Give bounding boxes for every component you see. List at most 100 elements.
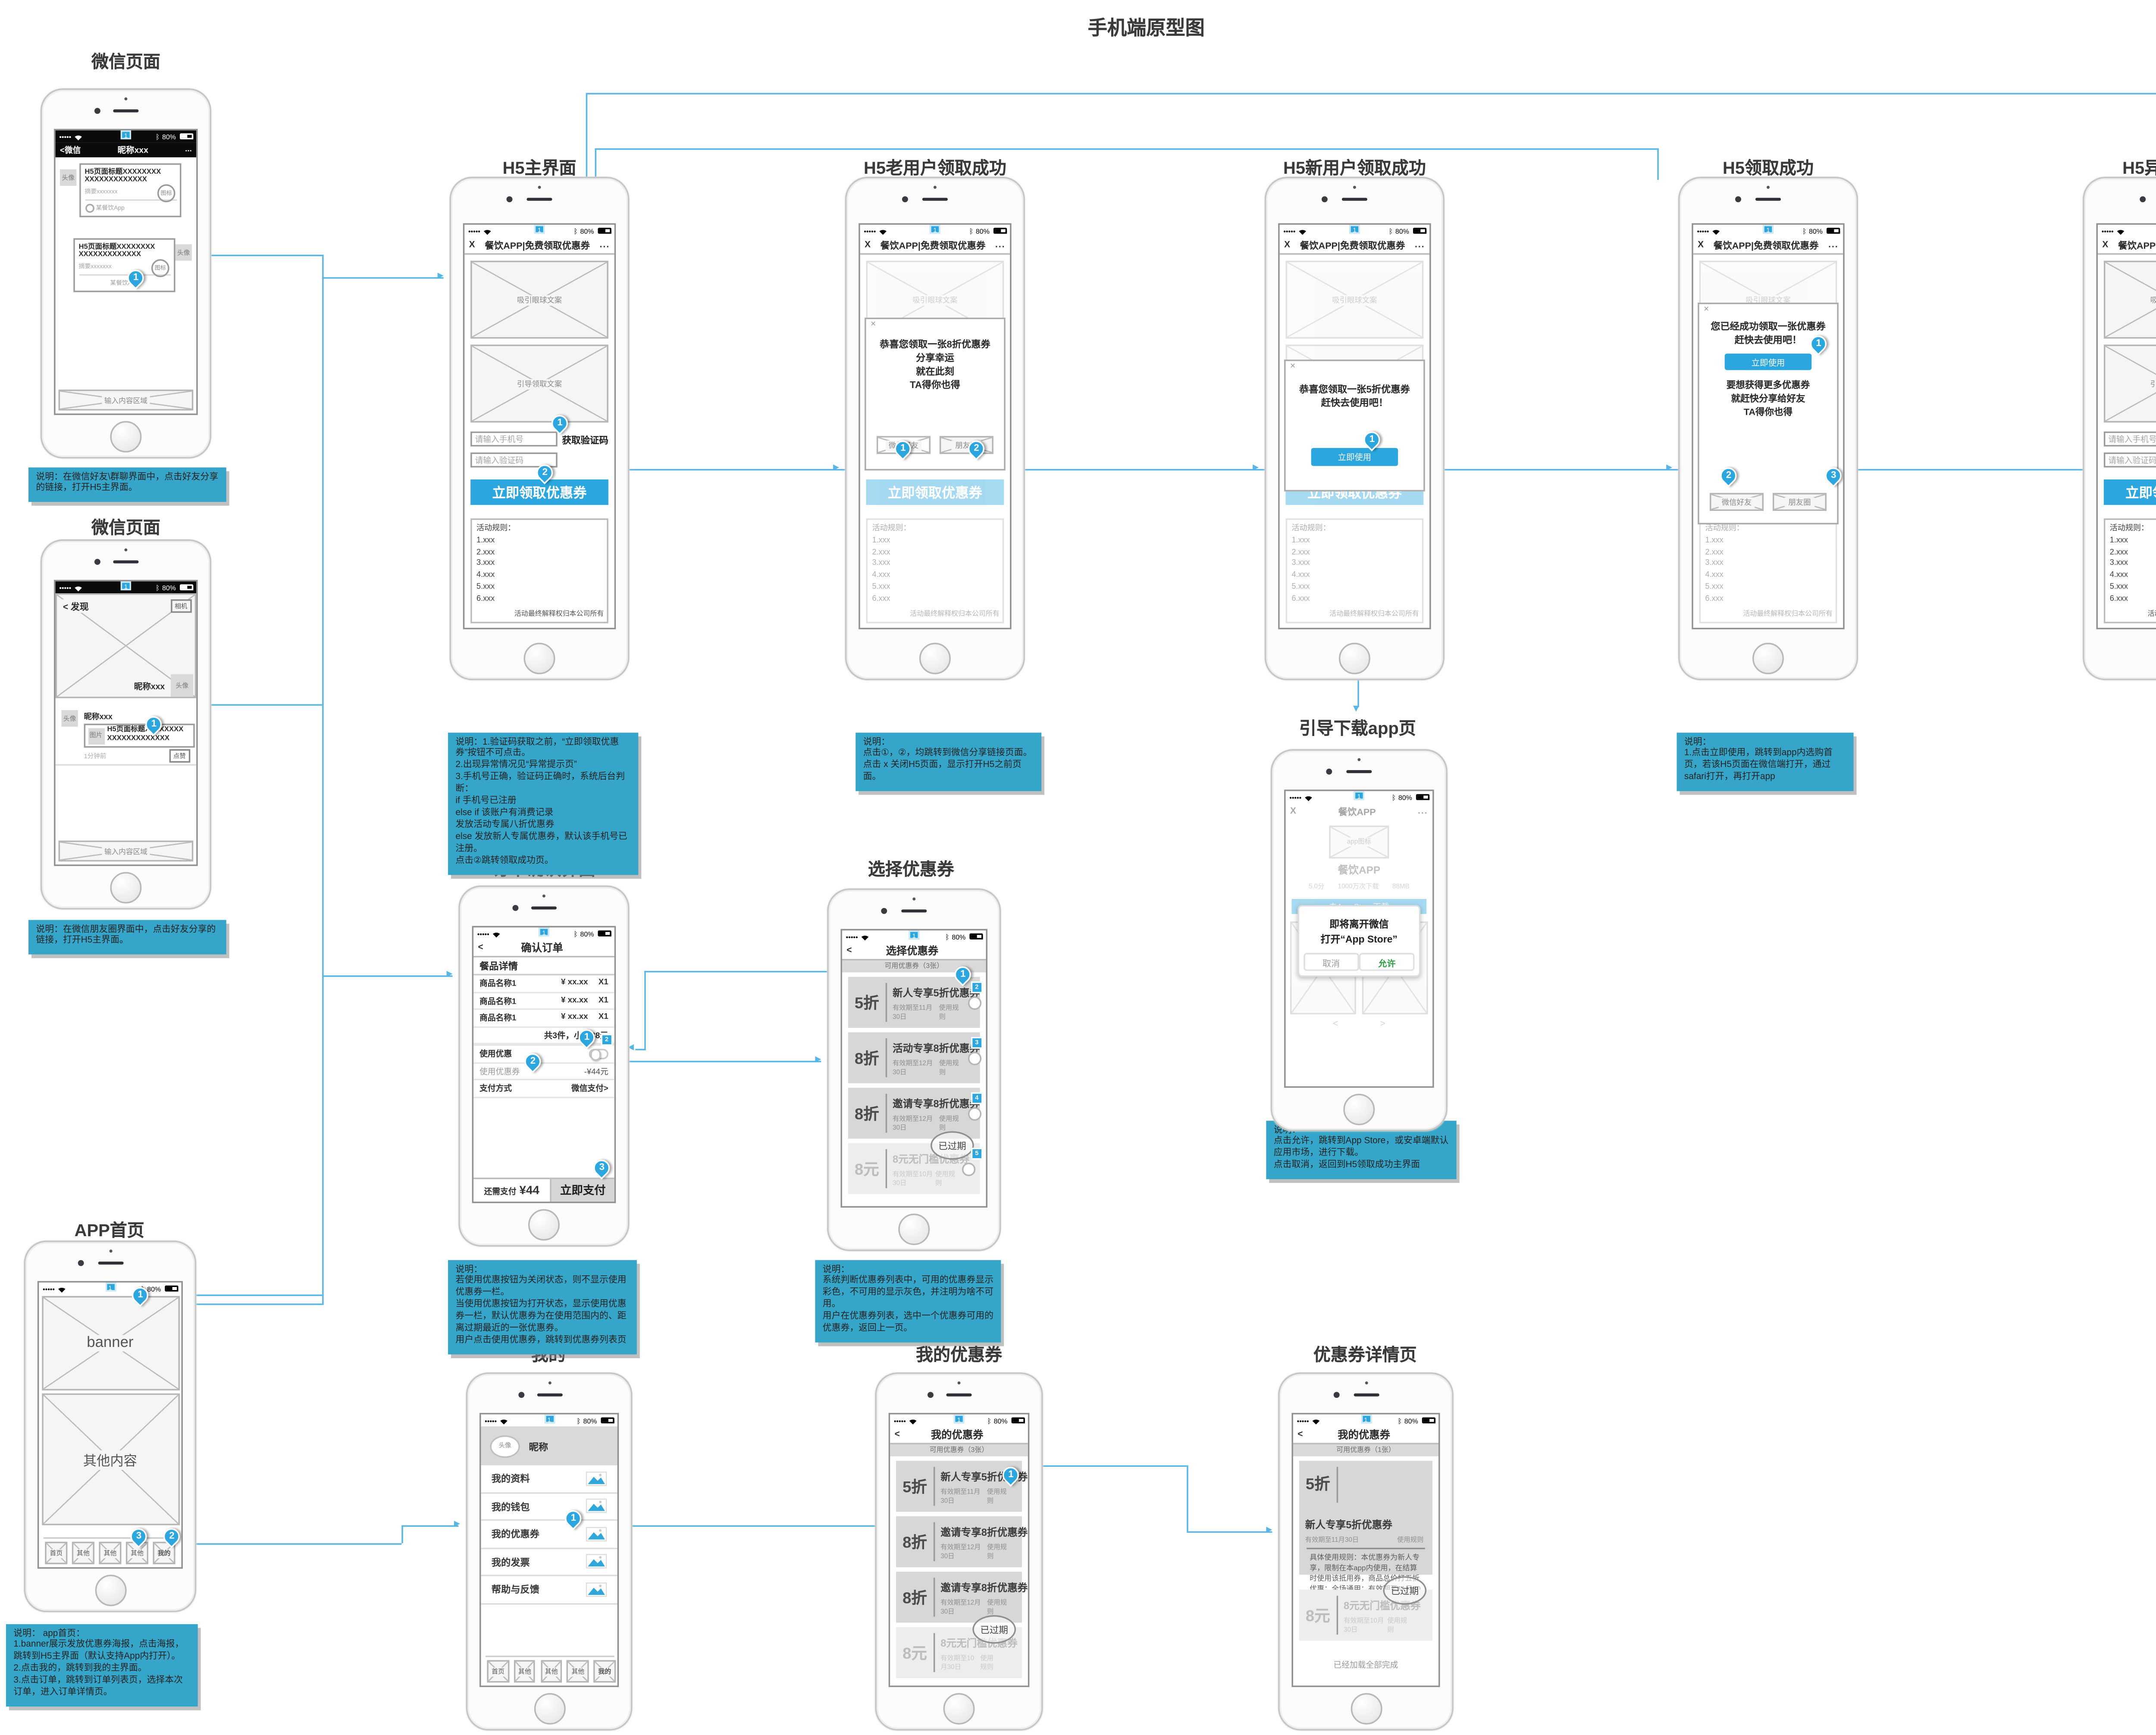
mine-row-wallet[interactable]: 我的钱包 [481,1493,617,1521]
shared-link-card[interactable]: H5页面标题XXXXXXXX XXXXXXXXXXXXX 摘要xxxxxxx 图… [73,238,175,292]
h5-title: 餐饮APP|免费领取优惠券 [1713,241,1819,252]
share-moments-button[interactable]: 朋友圈 [939,436,993,454]
claim-coupon-button[interactable]: 立即领取优惠券 [470,479,608,505]
home-banner[interactable]: banner [41,1296,179,1391]
dialog-cancel-button[interactable]: 取消 [1304,953,1359,971]
home-button[interactable] [1343,1093,1375,1124]
verify-code-input[interactable]: 请输入验证码 [2103,452,2156,468]
pay-method-row[interactable]: 支付方式 微信支付> [473,1080,614,1098]
claim-coupon-button[interactable]: 立即领取优惠券 [2103,479,2156,505]
discount-toggle[interactable] [589,1048,608,1060]
tab-home[interactable]: 首页 [487,1660,509,1683]
like-button[interactable]: 点赞 [169,749,191,763]
tab-home[interactable]: 首页 [45,1541,68,1564]
back-icon[interactable]: < [478,943,483,952]
home-button[interactable] [1338,642,1370,674]
share-moments-button[interactable]: 朋友圈 [1772,493,1827,511]
coupon-radio[interactable] [968,1106,981,1120]
back-icon[interactable]: < [894,1430,900,1439]
modal-close-icon[interactable]: × [870,320,876,330]
coupon-card[interactable]: 8折 邀请专享8折优惠券 有效期至12月30日使用规则 4 [848,1087,983,1139]
link-card-title: H5页面标题XXXXXXXX XXXXXXXXXXXXX [107,727,184,743]
coupon-card[interactable]: 8折 邀请专享8折优惠券 有效期至12月30日使用规则 [896,1516,1028,1567]
coupon-radio[interactable] [968,996,981,1009]
home-button[interactable] [528,1208,560,1240]
more-button[interactable]: ... [1415,240,1425,250]
coupon-card[interactable]: 5折 新人专享5折优惠券 有效期至11月30日使用规则 1 2 [848,963,983,1028]
use-coupon-row[interactable]: 使用优惠券 -¥44元 [473,1063,614,1080]
more-button[interactable]: ... [995,240,1006,250]
tab-other-1[interactable]: 其他 [72,1541,94,1564]
coupon-rule-link[interactable]: 使用规则 [939,1004,959,1021]
coupon-rule-link[interactable]: 使用规则 [987,1543,1007,1560]
pay-now-button[interactable]: 立即支付 [551,1179,614,1202]
home-button[interactable] [523,642,555,674]
coupon-card[interactable]: 8折 活动专享8折优惠券 有效期至12月30日使用规则 3 [848,1032,983,1084]
comment-input-area[interactable]: 输入内容区域 [58,840,194,862]
more-button[interactable]: ... [185,145,192,154]
phone-number-input[interactable]: 请输入手机号 [470,431,558,447]
modal-close-icon[interactable]: × [1704,305,1709,315]
camera-button[interactable]: 相机 [170,599,192,613]
verify-code-input[interactable]: 请输入验证码 [470,452,558,468]
mine-row-help[interactable]: 帮助与反馈 [481,1576,617,1604]
post-link-card[interactable]: 图片 H5页面标题XXXXXXXX XXXXXXXXXXXXX [84,723,195,748]
home-button[interactable] [110,871,142,903]
connector-line [322,254,324,1305]
more-button[interactable]: ... [599,240,610,250]
home-button[interactable] [943,1692,975,1724]
home-button[interactable] [1752,642,1784,674]
coupon-rule-link[interactable]: 使用规则 [939,1059,959,1076]
tab-other-1[interactable]: 其他 [514,1660,536,1683]
mine-row-profile[interactable]: 我的资料 [481,1466,617,1493]
back-wechat-button[interactable]: <微信 [60,147,81,156]
close-icon[interactable]: X [2102,240,2109,250]
close-icon[interactable]: X [1698,240,1704,250]
use-now-button[interactable]: 立即使用 [1724,354,1812,370]
close-icon[interactable]: X [469,240,475,250]
home-button[interactable] [1350,1692,1382,1724]
mine-row-invoice[interactable]: 我的发票 [481,1548,617,1576]
speaker-bar [901,908,927,912]
coupon-rule-link[interactable]: 使用规则 [987,1488,1007,1504]
close-icon[interactable]: X [1284,240,1291,250]
back-discover-button[interactable]: < 发现 [61,599,91,613]
dialog-allow-button[interactable]: 允许 [1359,953,1415,971]
use-now-button[interactable]: 立即使用 [1311,448,1398,466]
phone-number-input[interactable]: 请输入手机号 [2103,431,2156,447]
coupon-card-expanded[interactable]: 5折 新人专享5折优惠券 有效期至11月30日使用规则 具体使用规则：本优惠券为… [1299,1461,1433,1605]
tab-other-2[interactable]: 其他 [99,1541,122,1564]
more-button[interactable]: ... [1828,240,1839,250]
chat-input-area[interactable]: 输入内容区域 [58,389,194,411]
camera-dot [512,904,518,911]
home-button[interactable] [898,1213,930,1244]
tab-other-2[interactable]: 其他 [540,1660,562,1683]
coupon-card[interactable]: 5折 新人专享5折优惠券 有效期至11月30日使用规则 1 [896,1461,1028,1512]
coupon-rule-link[interactable]: 使用规则 [1397,1535,1424,1544]
modal-close-icon[interactable]: × [1290,362,1296,372]
tab-mine[interactable]: 我的 [593,1660,616,1683]
share-wechat-friend-button[interactable]: 微信好友 [1709,493,1764,511]
home-button[interactable] [533,1692,565,1724]
coupon-value: 5折 [903,1478,927,1496]
back-icon[interactable]: < [1297,1430,1303,1439]
footnote-badge-5: 5 [971,1147,983,1160]
activity-rules: 活动规则： 1.xxx 2.xxx 3.xxx 4.xxx 5.xxx 6.xx… [2109,524,2149,604]
coupon-rule-link[interactable]: 使用规则 [939,1115,959,1131]
home-button[interactable] [110,420,142,452]
coupon-card[interactable]: 8折 邀请专享8折优惠券 有效期至12月30日使用规则 [896,1572,1028,1623]
tab-other-3[interactable]: 其他 [567,1660,589,1683]
battery-icon [1412,227,1427,234]
home-button[interactable] [919,642,951,674]
close-icon[interactable]: X [865,240,871,250]
shared-link-card[interactable]: H5页面标题XXXXXXXX XXXXXXXXXXXXX 摘要xxxxxxx 图… [79,163,182,217]
home-button[interactable] [94,1574,126,1606]
annotation-order: 说明： 若使用优惠按钮为关闭状态，则不显示使用优惠券一栏。 当使用优惠按钮为打开… [448,1260,637,1354]
coupon-radio[interactable] [968,1051,981,1065]
get-code-button[interactable]: 获取验证码 [562,435,608,446]
order-section-title: 餐品详情 [473,958,614,976]
mine-row-coupons[interactable]: 我的优惠券 [481,1521,617,1549]
back-icon[interactable]: < [846,946,852,955]
sensor-dot [957,1381,961,1384]
coupon-rule-link[interactable]: 使用规则 [987,1598,1007,1616]
